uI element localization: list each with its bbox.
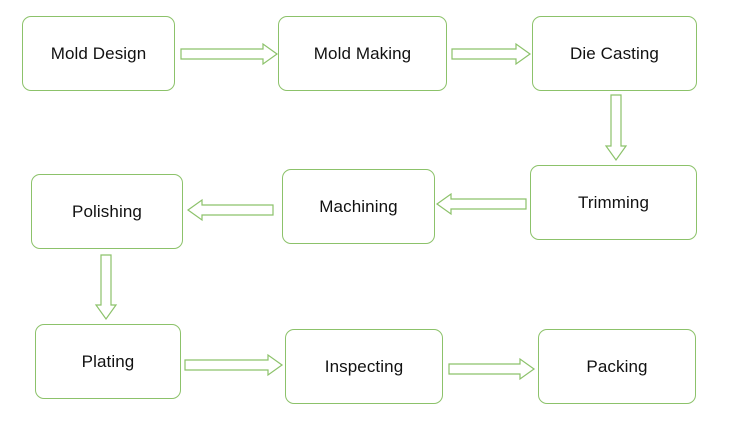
arrow-right-icon xyxy=(180,42,279,66)
step-polishing: Polishing xyxy=(31,174,183,249)
step-label: Trimming xyxy=(578,192,649,212)
step-plating: Plating xyxy=(35,324,181,399)
step-label: Mold Making xyxy=(313,43,412,63)
step-packing: Packing xyxy=(538,329,696,404)
arrow-left-icon xyxy=(435,192,527,216)
step-label: Plating xyxy=(81,351,135,371)
step-mold-making: Mold Making xyxy=(278,16,447,91)
arrow-left-icon xyxy=(186,198,274,222)
step-trimming: Trimming xyxy=(530,165,697,240)
step-mold-design: Mold Design xyxy=(22,16,175,91)
arrow-down-icon xyxy=(94,254,118,321)
step-label: Inspecting xyxy=(324,356,404,376)
step-label: Mold Design xyxy=(50,43,147,63)
arrow-right-icon xyxy=(448,357,536,381)
step-label: Die Casting xyxy=(570,43,659,63)
step-machining: Machining xyxy=(282,169,435,244)
step-label: Packing xyxy=(586,356,648,376)
step-die-casting: Die Casting xyxy=(532,16,697,91)
step-label: Polishing xyxy=(72,201,142,221)
step-inspecting: Inspecting xyxy=(285,329,443,404)
arrow-down-icon xyxy=(604,94,628,162)
arrow-right-icon xyxy=(184,353,284,377)
step-label: Machining xyxy=(319,196,398,216)
arrow-right-icon xyxy=(451,42,532,66)
